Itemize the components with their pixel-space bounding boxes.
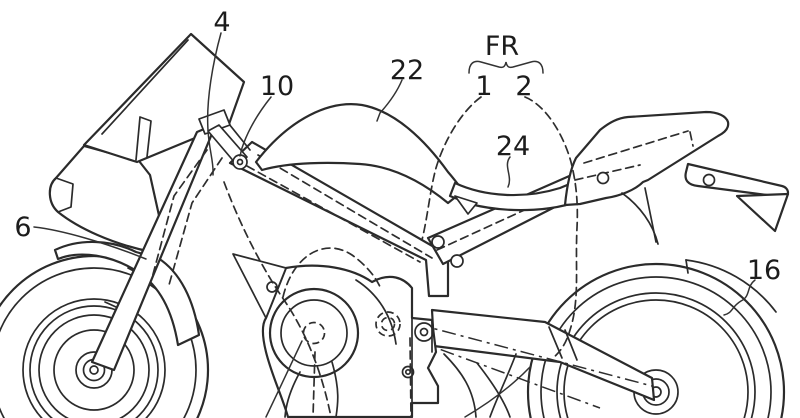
tail-hidden-line [574, 164, 641, 181]
tail-hidden-line [583, 130, 694, 164]
tail-bracket-line [644, 187, 657, 243]
subframe-bolt [450, 254, 464, 268]
label-1: 1 [475, 71, 492, 102]
rear-wheel [526, 259, 786, 418]
leader-lines [33, 32, 756, 418]
rear-tire-outline [526, 262, 786, 418]
leader-to-bottom-left [265, 340, 303, 418]
front-fork [90, 109, 248, 372]
clutch-cover-curve [355, 279, 397, 345]
fender-mount-tab [104, 301, 117, 308]
front-brake-disc-outer [38, 314, 150, 418]
tank-outline [254, 103, 465, 205]
grip-end-cap [232, 154, 248, 170]
exhaust-line [476, 362, 511, 418]
hidden-air-ducts [151, 96, 579, 418]
leader-6 [33, 226, 147, 260]
hidden-centerline-sprocket [409, 337, 412, 418]
hanger-bolt [702, 173, 716, 187]
grip-end-dot [236, 158, 244, 166]
label-fr: FR [485, 31, 519, 62]
handlebar-grip [207, 124, 248, 165]
tail-cowl [563, 110, 730, 245]
exhaust-line [443, 353, 477, 418]
fuel-tank [254, 103, 465, 205]
pivot-plate-lines [411, 317, 439, 404]
fairing-nose [48, 144, 162, 254]
headlight-recess [55, 177, 74, 213]
subframe-bolt [431, 235, 445, 249]
hidden-centerline-engine [312, 351, 316, 418]
label-10: 10 [260, 71, 294, 102]
label-2: 2 [515, 71, 532, 102]
hidden-duct-1 [421, 96, 482, 241]
label-16: 16 [747, 255, 781, 286]
label-4: 4 [213, 7, 230, 38]
hidden-duct-fork-front [151, 149, 208, 279]
leader-4 [206, 32, 222, 176]
engine-lower-line [284, 371, 301, 418]
rear-hugger-arc [685, 259, 777, 313]
mirror-slot-lines [135, 116, 152, 161]
fairing-to-frame-line [228, 123, 251, 151]
front-axle [89, 365, 99, 375]
front-sprocket-hidden-outer [375, 311, 401, 337]
tail-outline [563, 110, 730, 207]
hidden-duct-2 [524, 96, 579, 359]
chain-upper-run [389, 316, 653, 387]
rear-mudguard-hanger [684, 162, 790, 233]
front-brake-disc-inner [53, 329, 135, 411]
hidden-duct-left [223, 181, 332, 418]
swingarm-brace-line [564, 329, 578, 361]
subframe-hidden-line [436, 179, 591, 251]
rear-rim-inner [563, 299, 749, 418]
frame-hidden-line [246, 165, 421, 263]
rear-rim-outer [556, 292, 756, 418]
label-6: 6 [14, 212, 31, 243]
front-fender [53, 240, 201, 347]
label-22: 22 [390, 55, 424, 86]
leader-16 [723, 279, 756, 316]
seat-front-tab [454, 195, 478, 215]
swingarm-brace-line [548, 326, 563, 359]
front-rim-inner [29, 305, 159, 418]
hidden-airbox-arch [282, 247, 382, 298]
tail-bolt [596, 171, 610, 185]
top-triple-clamp [198, 109, 231, 135]
front-fender-body [53, 240, 201, 347]
label-24: 24 [496, 131, 530, 162]
rear-hugger-tab [685, 259, 689, 274]
generator-cover-hidden-boss [302, 321, 326, 345]
hanger-arm [684, 162, 790, 199]
engine-lower-line [331, 361, 339, 418]
leader-24 [506, 156, 511, 188]
front-sprocket-hidden-inner [380, 316, 396, 332]
front-tire-inner-line [0, 267, 197, 418]
windscreen-inner-edge [101, 39, 189, 135]
pivot-bolt [414, 322, 434, 342]
fr-brace [468, 60, 544, 74]
part-labels: 4 10 22 FR 1 2 24 6 16 [14, 7, 781, 286]
tail-bracket-curve [621, 192, 659, 245]
rear-tire-inner-line [540, 276, 772, 418]
hidden-duct-fork-rear [168, 157, 223, 286]
hanger-fin [735, 192, 790, 233]
front-rim-outer [22, 298, 166, 418]
exhaust-line [489, 353, 517, 418]
leader-22 [376, 79, 403, 122]
leader-10 [239, 96, 272, 157]
pivot-bolt-center [419, 327, 429, 337]
frame-hidden-line [257, 154, 433, 259]
leader-to-bottom-right [464, 365, 532, 418]
